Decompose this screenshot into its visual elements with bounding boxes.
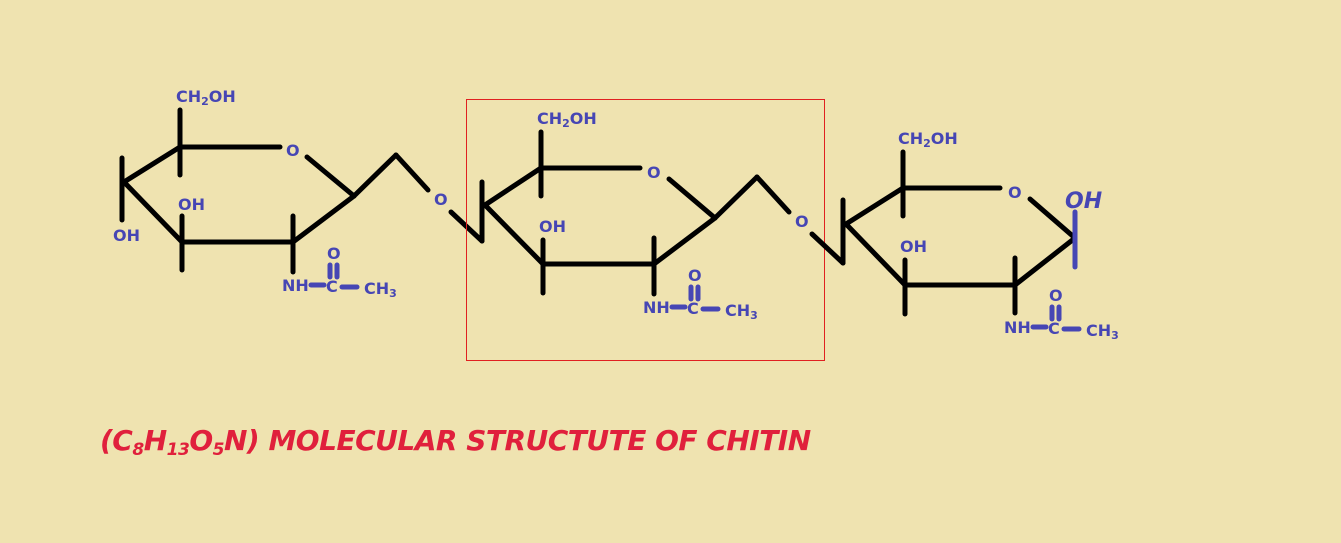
glucosamine-unit-2: CH2OH O OH NH C O CH3 [466, 99, 825, 361]
unit-3-ch2oh-label: CH2OH [898, 129, 958, 150]
unit-2-ring-oxygen-label: O [647, 163, 661, 182]
unit-2-hydroxyl-label: OH [539, 217, 566, 236]
glucosamine-unit-1: CH2OH O OH OH NH C O CH3 [113, 87, 397, 300]
unit-2-nh-label: NH [643, 298, 670, 317]
caption-c-count: 8 [132, 440, 144, 460]
unit-1-nh-label: NH [282, 276, 309, 295]
unit-1-bonds [119, 107, 357, 275]
unit-1-left-hydroxyl-label: OH [113, 226, 140, 245]
unit-1-hydroxyl-label: OH [178, 195, 205, 214]
unit-3-bonds [840, 149, 1078, 317]
unit-3-acetamido-bonds [1030, 304, 1082, 332]
caption-open: (C [100, 424, 133, 457]
unit-3-ring-oxygen-label: O [1008, 183, 1022, 202]
unit-1-ch2oh-label: CH2OH [176, 87, 236, 108]
diagram-caption: (C8H13O5N) MOLECULAR STRUCTUTE OF CHITIN [100, 424, 811, 460]
caption-h-count: 13 [166, 440, 190, 460]
unit-3-nh-label: NH [1004, 318, 1031, 337]
unit-2-acetamido-bonds [669, 284, 721, 312]
unit-1-methyl-label: CH3 [364, 279, 397, 300]
linkage-2-oxygen-label: O [795, 212, 809, 231]
caption-o-count: 5 [212, 440, 225, 460]
unit-1-acetamido-bonds [308, 262, 360, 290]
glycosidic-linkage-1: O [351, 152, 485, 244]
glucosamine-unit-3: CH2OH O OH OH NH C O CH3 [840, 129, 1119, 342]
unit-1-ring-oxygen-label: O [286, 141, 300, 160]
glycosidic-linkage-2: O [712, 174, 846, 266]
unit-3-carbonyl-oxygen-label: O [1049, 286, 1063, 305]
unit-3-hydroxyl-label: OH [900, 237, 927, 256]
caption-rest: N) MOLECULAR STRUCTUTE OF CHITIN [223, 424, 811, 457]
unit-3-methyl-label: CH3 [1086, 321, 1119, 342]
unit-1-carbon-label: C [326, 277, 338, 296]
unit-3-carbon-label: C [1048, 319, 1060, 338]
caption-h: H [143, 424, 167, 457]
unit-3-terminal-hydroxyl-label: OH [1065, 189, 1102, 214]
unit-2-carbon-label: C [687, 299, 699, 318]
unit-2-methyl-label: CH3 [725, 301, 758, 322]
unit-2-carbonyl-oxygen-label: O [688, 266, 702, 285]
unit-2-bonds [479, 129, 718, 297]
caption-o: O [189, 424, 213, 457]
repeating-unit-highlight-box [466, 99, 825, 361]
unit-2-ch2oh-label: CH2OH [537, 109, 597, 130]
linkage-1-oxygen-label: O [434, 190, 448, 209]
unit-1-carbonyl-oxygen-label: O [327, 244, 341, 263]
